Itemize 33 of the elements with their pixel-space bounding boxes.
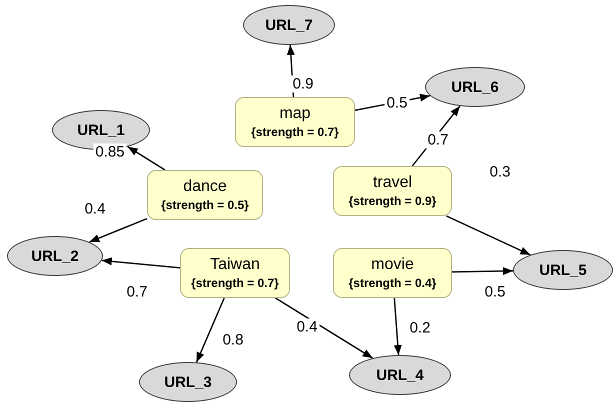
keyword-box xyxy=(333,166,452,216)
strength-text: {strength = 0.9} xyxy=(348,194,436,208)
arrow xyxy=(452,267,514,276)
keyword-box xyxy=(235,97,355,147)
edge-label: 0.7 xyxy=(426,132,450,148)
node-label: travel xyxy=(372,174,412,192)
arrow xyxy=(394,298,402,356)
keyword-box xyxy=(180,248,290,298)
node-label: URL_1 xyxy=(77,122,125,138)
arrow xyxy=(127,146,166,171)
node-label: URL_6 xyxy=(451,78,499,96)
node-label: URL_4 xyxy=(376,366,424,384)
arrow xyxy=(446,215,531,256)
strength-text: {strength = 0.7} xyxy=(251,125,339,139)
node-label: URL_2 xyxy=(31,248,79,264)
node-label: URL_5 xyxy=(539,262,587,278)
keyword-box xyxy=(333,248,452,298)
url-ellipse xyxy=(425,67,525,107)
strength-text: {strength = 0.5} xyxy=(161,198,249,212)
arrow xyxy=(89,218,148,243)
node-label: movie xyxy=(371,256,414,274)
strength-text: {strength = 0.7} xyxy=(191,276,279,290)
node-label: dance xyxy=(183,178,227,196)
arrow xyxy=(196,298,225,363)
node-label: URL_3 xyxy=(164,374,212,390)
arrow xyxy=(275,297,374,359)
keyword-box xyxy=(147,170,263,220)
node-label: map xyxy=(279,105,311,123)
strength-text: {strength = 0.4} xyxy=(348,276,436,290)
node-label: URL_7 xyxy=(265,16,313,34)
edge-label: 0.9 xyxy=(290,76,316,92)
node-label: Taiwan xyxy=(210,256,260,274)
arrow xyxy=(102,257,180,268)
